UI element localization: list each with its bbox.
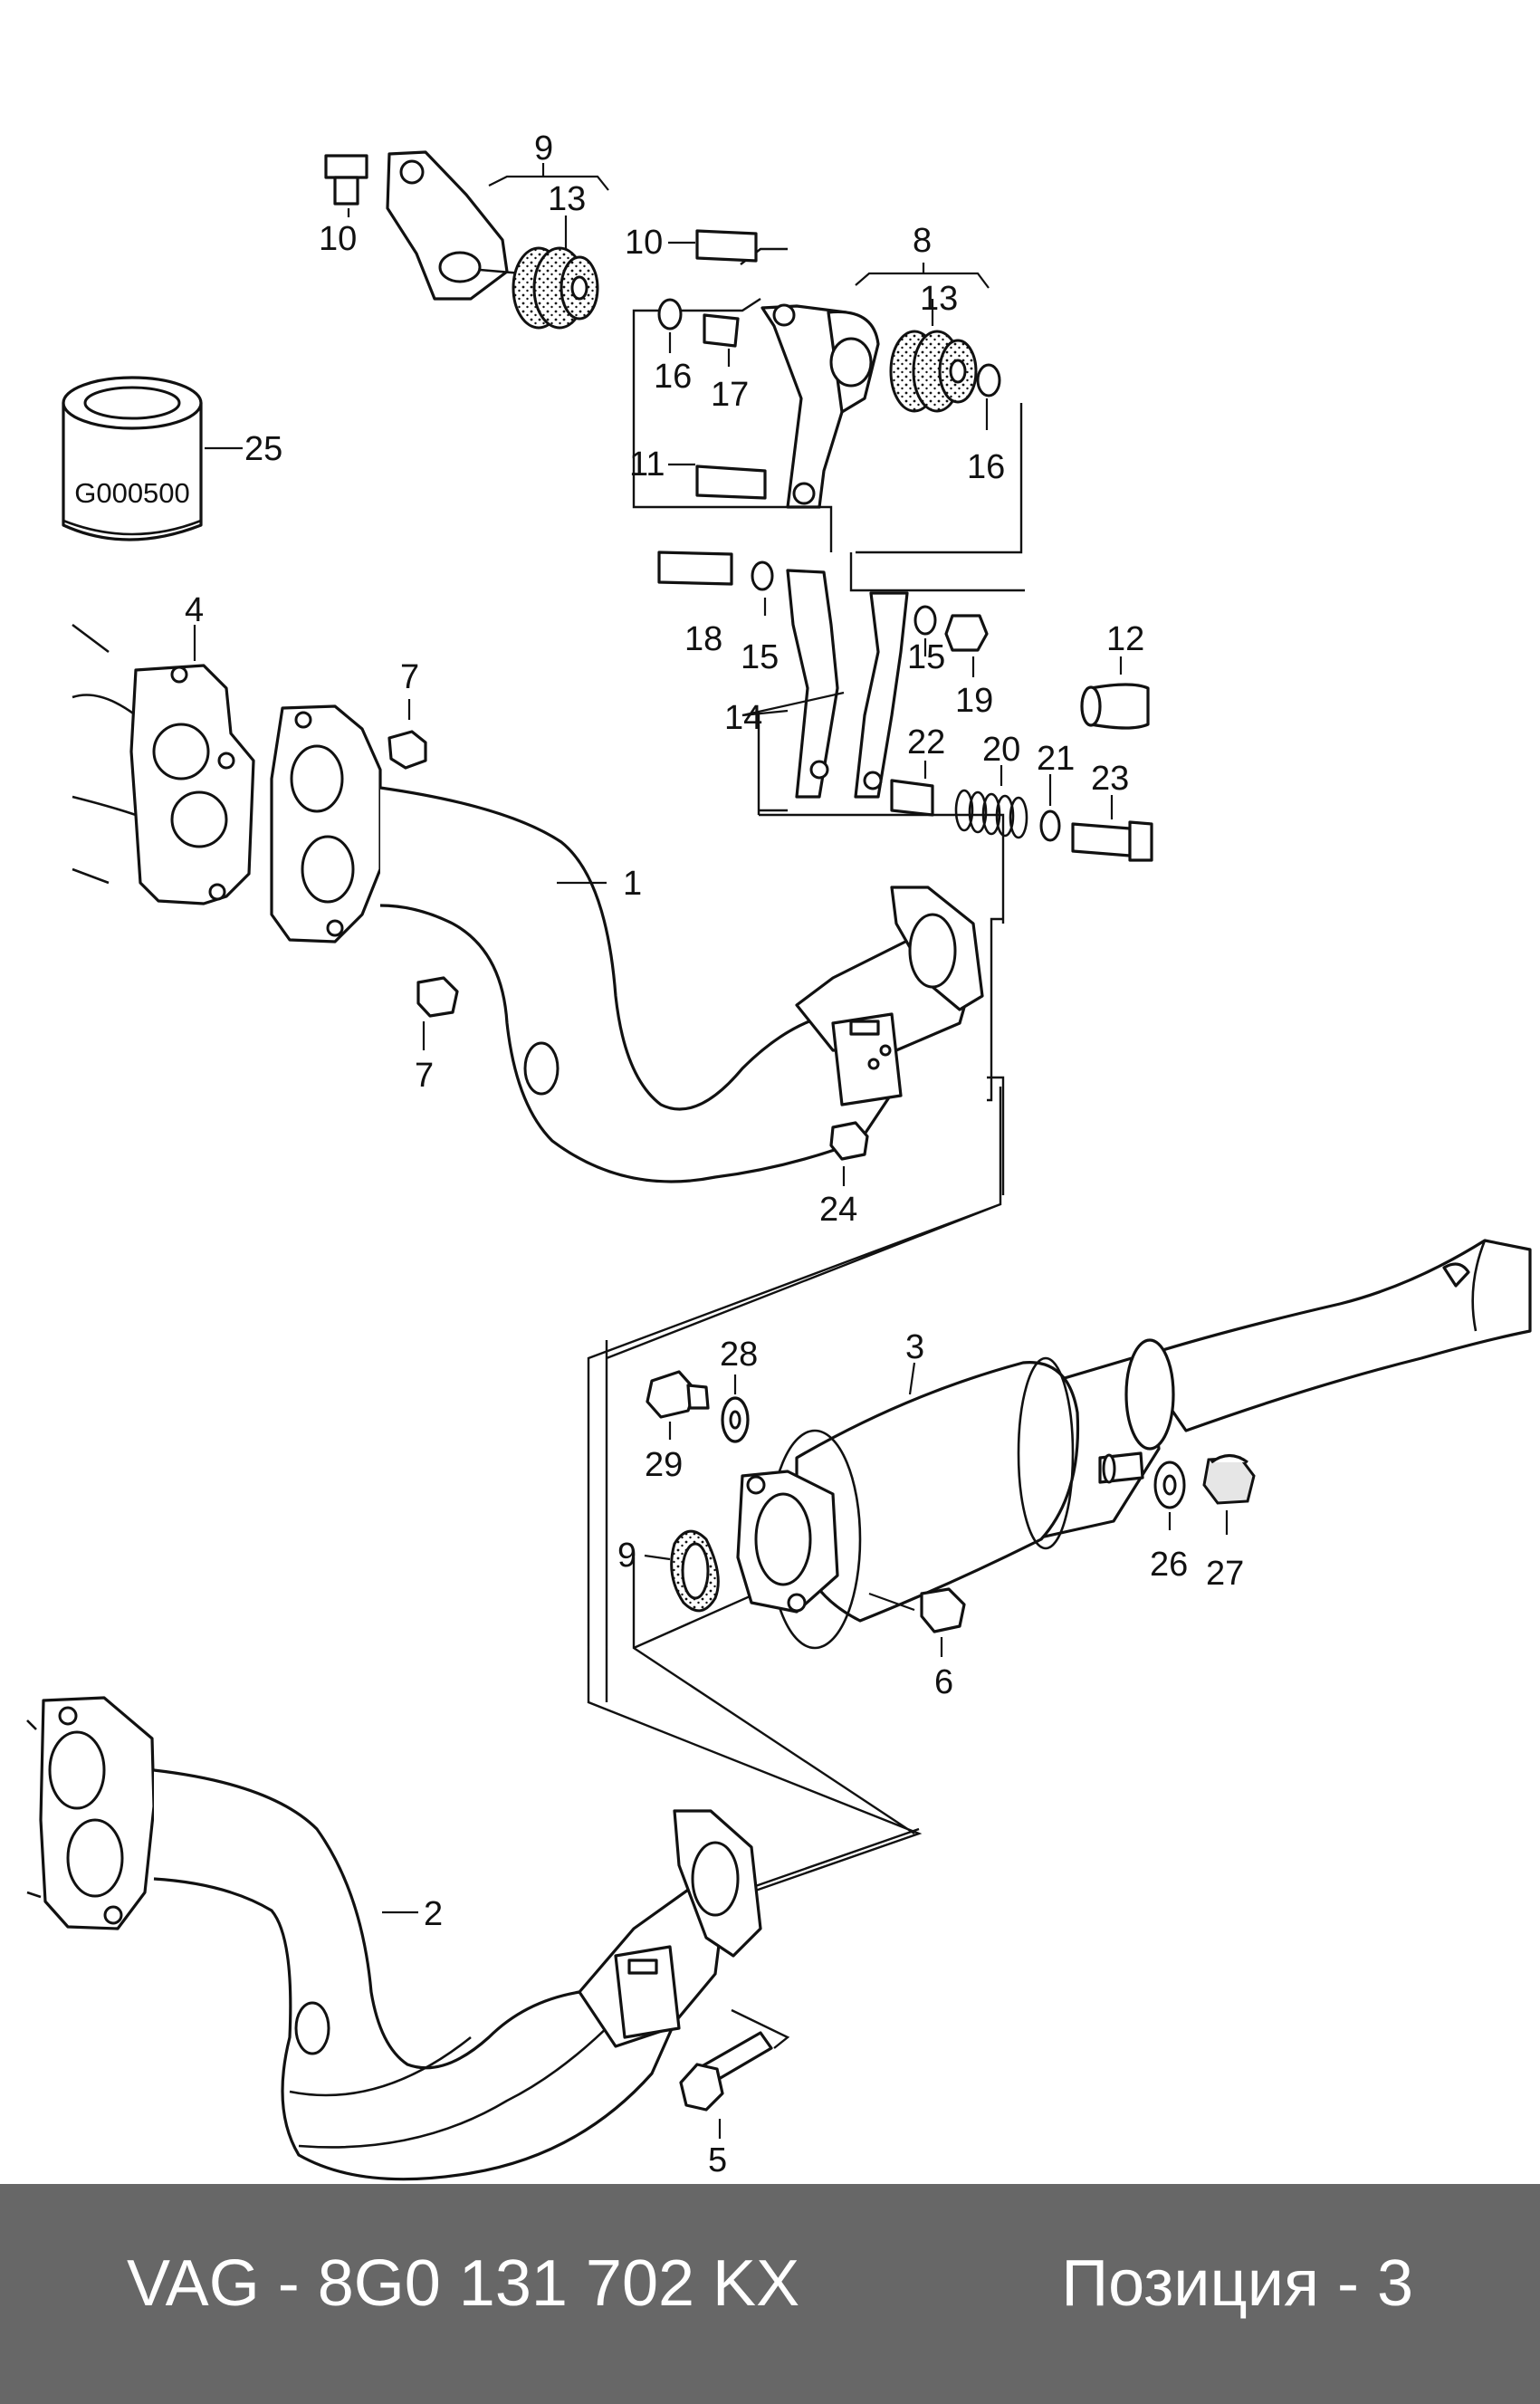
- callout-26: 26: [1150, 1546, 1188, 1584]
- callout-5: 5: [708, 2141, 727, 2179]
- callout-23: 23: [1091, 760, 1129, 798]
- callout-12: 12: [1106, 620, 1144, 658]
- part-number-text: VAG - 8G0 131 702 KX: [127, 2247, 800, 2320]
- nuts-7-24: [387, 699, 869, 1186]
- callout-6: 6: [934, 1663, 953, 1701]
- callout-labels: 1 2 3 4 5 6 7 7 8 9 9 10 10 11 12 13 13 …: [185, 129, 1244, 2179]
- bracket-set-14: [657, 551, 1153, 865]
- callout-8: 8: [913, 222, 932, 260]
- footer-bar: VAG - 8G0 131 702 KX Позиция - 3: [0, 2184, 1540, 2404]
- callout-10b: 10: [625, 224, 663, 262]
- callout-13b: 13: [920, 280, 958, 318]
- callout-19: 19: [955, 682, 993, 720]
- callout-28: 28: [720, 1336, 758, 1374]
- part-25-can: G000500: [62, 376, 243, 541]
- callout-17: 17: [711, 376, 749, 414]
- bushing-13-upper: [512, 246, 599, 330]
- callout-14: 14: [724, 699, 762, 737]
- bolt-5: [679, 2008, 790, 2139]
- callout-7b: 7: [415, 1057, 434, 1095]
- spring-20: [954, 789, 1028, 839]
- callout-21: 21: [1037, 740, 1075, 778]
- callout-13a: 13: [548, 180, 586, 218]
- callout-1: 1: [623, 865, 642, 903]
- upper-right-mount: [632, 229, 1023, 554]
- callout-16a: 16: [654, 358, 692, 396]
- callout-27: 27: [1206, 1555, 1244, 1593]
- catalytic-converter-3: [736, 1239, 1532, 1650]
- callout-4: 4: [185, 591, 204, 629]
- callout-3: 3: [905, 1328, 924, 1366]
- exhaust-parts-diagram: G000500: [26, 129, 1532, 2181]
- callout-10a: 10: [319, 220, 357, 258]
- pipe-2: [26, 1696, 762, 2181]
- callout-9a: 9: [534, 129, 553, 168]
- callout-15b: 15: [907, 638, 945, 676]
- callout-25: 25: [244, 430, 282, 468]
- callout-18: 18: [684, 620, 722, 658]
- front-pipe-1: [72, 623, 984, 1183]
- callout-24: 24: [819, 1191, 857, 1229]
- callout-11: 11: [629, 445, 665, 484]
- callout-22: 22: [907, 723, 945, 761]
- position-text: Позиция - 3: [1061, 2247, 1413, 2320]
- callout-20: 20: [982, 731, 1020, 769]
- callout-9b: 9: [617, 1537, 636, 1575]
- small-parts-29-28-9-6: [644, 1370, 966, 1657]
- callout-7a: 7: [400, 658, 419, 696]
- callout-15a: 15: [741, 638, 779, 676]
- callout-29: 29: [645, 1446, 683, 1484]
- callout-16b: 16: [967, 448, 1005, 486]
- upper-left-mount: [324, 150, 609, 330]
- bushing-13-right: [889, 330, 978, 413]
- can-label-text: G000500: [74, 477, 190, 509]
- callout-2: 2: [424, 1895, 443, 1933]
